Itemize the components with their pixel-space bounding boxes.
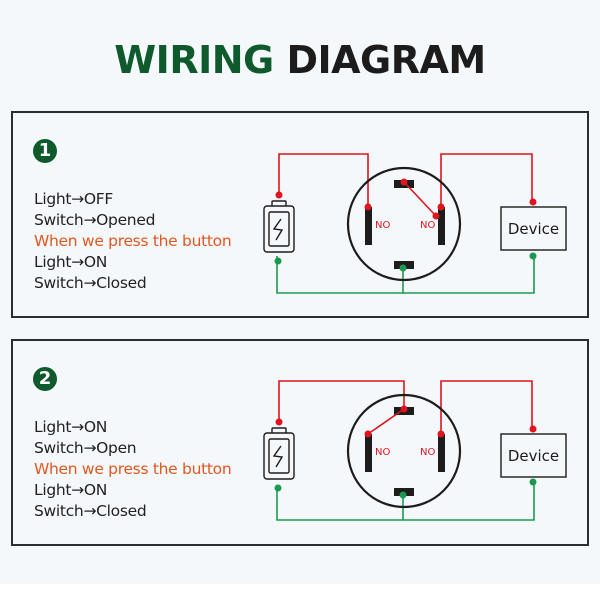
negative-wire [276,256,535,294]
description-line: Switch→Closed [34,502,147,520]
positive-wire-battery-to-top-contact [278,380,405,424]
negative-wire [276,482,535,521]
no-label-left: NO [375,220,390,231]
panel-1-description: Light→OFF Switch→Opened When we press th… [34,189,232,294]
page-title: WIRING DIAGRAM [0,38,600,82]
description-line-highlight: When we press the button [34,460,232,478]
no-label-right: NO [420,220,435,231]
device-label: Device [508,447,559,465]
wire-dot [275,191,283,199]
description-line: Light→ON [34,418,108,436]
switch-left-contact [365,434,372,472]
description-line: Light→OFF [34,190,114,208]
description-line: Switch→Closed [34,274,147,292]
wire-dot [529,252,537,260]
background [0,0,600,584]
panel-1: 1 Light→OFF Switch→Opened When we press … [11,111,589,318]
wire-dot [399,491,407,499]
wire-dot [274,484,282,492]
wire-dot [529,478,537,486]
wire-dot [364,203,372,211]
wire-dot [432,212,440,220]
panel-2-description: Light→ON Switch→Open When we press the b… [34,417,232,522]
circuit-2: NO NO Device [263,380,567,521]
wire-dot [364,430,372,438]
wire-dot [529,198,537,206]
wire-dot [529,425,537,433]
step-badge-1: 1 [33,139,57,163]
description-line-highlight: When we press the button [34,232,232,250]
wire-dot [274,257,282,265]
description-line: Light→ON [34,481,108,499]
step-badge-2: 2 [33,367,57,391]
positive-wire-right-contact-to-device [440,380,533,432]
device-box [500,433,567,478]
no-label-right: NO [420,447,435,458]
battery-charging-icon [263,200,295,253]
switch-lever [403,181,437,217]
switch-right-contact [438,434,445,472]
positive-wire-battery-to-left-contact [278,153,369,204]
switch-lever [367,408,405,435]
description-line: Light→ON [34,253,108,271]
wire-dot [400,405,408,413]
device-box [500,206,567,251]
battery-charging-icon [263,427,295,480]
switch-left-contact [365,207,372,245]
device-label: Device [508,220,559,238]
panel-2: 2 Light→ON Switch→Open When we press the… [11,339,589,546]
title-wiring: WIRING [114,38,274,82]
wire-dot [399,264,407,272]
wire-dot [400,178,408,186]
wire-dot [437,430,445,438]
switch-body [346,393,462,509]
no-label-left: NO [375,447,390,458]
switch-right-contact [438,207,445,245]
switch-body [346,166,462,282]
wire-dot [275,418,283,426]
wire-dot [437,203,445,211]
description-line: Switch→Open [34,439,137,457]
title-diagram: DIAGRAM [286,38,486,82]
description-line: Switch→Opened [34,211,156,229]
positive-wire-right-contact-to-device [440,153,533,204]
circuit-1: NO NO Device [263,153,567,294]
